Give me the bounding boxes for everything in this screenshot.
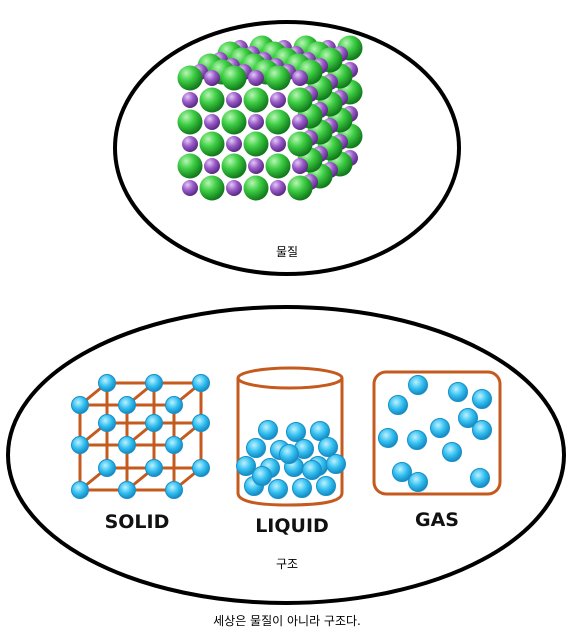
purple-sphere: [292, 158, 308, 174]
gas-label: GAS: [415, 509, 459, 531]
liquid-particle: [310, 421, 330, 441]
solid-particle: [165, 481, 183, 499]
purple-sphere: [270, 180, 286, 196]
solid-particle: [145, 459, 163, 477]
green-sphere: [199, 131, 225, 157]
solid-particle: [192, 414, 210, 432]
gas-particle: [472, 389, 492, 409]
liquid-label: LIQUID: [255, 515, 329, 537]
purple-sphere: [270, 136, 286, 152]
gas-particle: [408, 375, 428, 395]
green-sphere: [265, 153, 291, 179]
green-sphere: [177, 65, 203, 91]
solid-particle: [71, 481, 89, 499]
green-sphere: [287, 131, 313, 157]
liquid-particle: [279, 444, 299, 464]
green-sphere: [199, 175, 225, 201]
footer-caption: 세상은 물질이 아니라 구조다.: [213, 614, 361, 628]
purple-sphere: [204, 158, 220, 174]
gas-particle: [408, 472, 428, 492]
liquid-particle: [316, 476, 336, 496]
liquid-particle: [268, 479, 288, 499]
liquid-container-rim: [236, 366, 344, 390]
solid-particle: [71, 396, 89, 414]
purple-sphere: [204, 70, 220, 86]
purple-sphere: [248, 70, 264, 86]
gas-particle: [407, 430, 427, 450]
gas-particle: [458, 408, 478, 428]
green-sphere: [221, 65, 247, 91]
solid-particle: [98, 414, 116, 432]
solid-particle: [192, 459, 210, 477]
liquid-particle: [318, 437, 338, 457]
purple-sphere: [182, 136, 198, 152]
matter-caption: 물질: [276, 245, 298, 259]
green-sphere: [243, 131, 269, 157]
green-sphere: [177, 153, 203, 179]
purple-sphere: [270, 92, 286, 108]
green-sphere: [265, 109, 291, 135]
green-sphere: [221, 109, 247, 135]
green-sphere: [221, 153, 247, 179]
purple-sphere: [226, 92, 242, 108]
solid-particle: [145, 414, 163, 432]
gas-particle: [472, 420, 492, 440]
gas-particle: [448, 382, 468, 402]
solid-label: SOLID: [105, 511, 170, 533]
purple-sphere: [292, 70, 308, 86]
gas-particle: [470, 468, 490, 488]
gas-particle: [442, 442, 462, 462]
liquid-particle: [292, 478, 312, 498]
liquid-particle: [246, 438, 266, 458]
green-sphere: [287, 175, 313, 201]
green-sphere: [243, 87, 269, 113]
liquid-particle: [258, 420, 278, 440]
gas-particle: [430, 418, 450, 438]
solid-particle: [165, 436, 183, 454]
liquid-container-diagram: [236, 366, 346, 507]
structure-caption: 구조: [276, 557, 298, 571]
purple-sphere: [182, 92, 198, 108]
liquid-particle: [236, 456, 256, 476]
ionic-crystal-cube: [177, 35, 363, 201]
solid-particle: [192, 374, 210, 392]
gas-container-diagram: [372, 370, 502, 496]
green-sphere: [243, 175, 269, 201]
matter-ellipse: [113, 20, 461, 276]
solid-particle: [98, 374, 116, 392]
purple-sphere: [248, 158, 264, 174]
liquid-particle: [252, 466, 272, 486]
purple-sphere: [182, 180, 198, 196]
liquid-particle: [326, 454, 346, 474]
purple-sphere: [204, 114, 220, 130]
solid-particle: [98, 459, 116, 477]
purple-sphere: [226, 180, 242, 196]
green-sphere: [177, 109, 203, 135]
solid-particle: [145, 374, 163, 392]
gas-particle: [392, 462, 412, 482]
solid-particle: [118, 396, 136, 414]
liquid-particle: [302, 460, 322, 480]
solid-lattice-diagram: [71, 374, 210, 499]
gas-particle: [378, 428, 398, 448]
purple-sphere: [226, 136, 242, 152]
solid-particle: [118, 436, 136, 454]
solid-particle: [118, 481, 136, 499]
purple-sphere: [292, 114, 308, 130]
green-sphere: [199, 87, 225, 113]
green-sphere: [265, 65, 291, 91]
solid-particle: [165, 396, 183, 414]
purple-sphere: [248, 114, 264, 130]
solid-particle: [71, 436, 89, 454]
liquid-particle: [286, 422, 306, 442]
green-sphere: [287, 87, 313, 113]
gas-particle: [388, 395, 408, 415]
